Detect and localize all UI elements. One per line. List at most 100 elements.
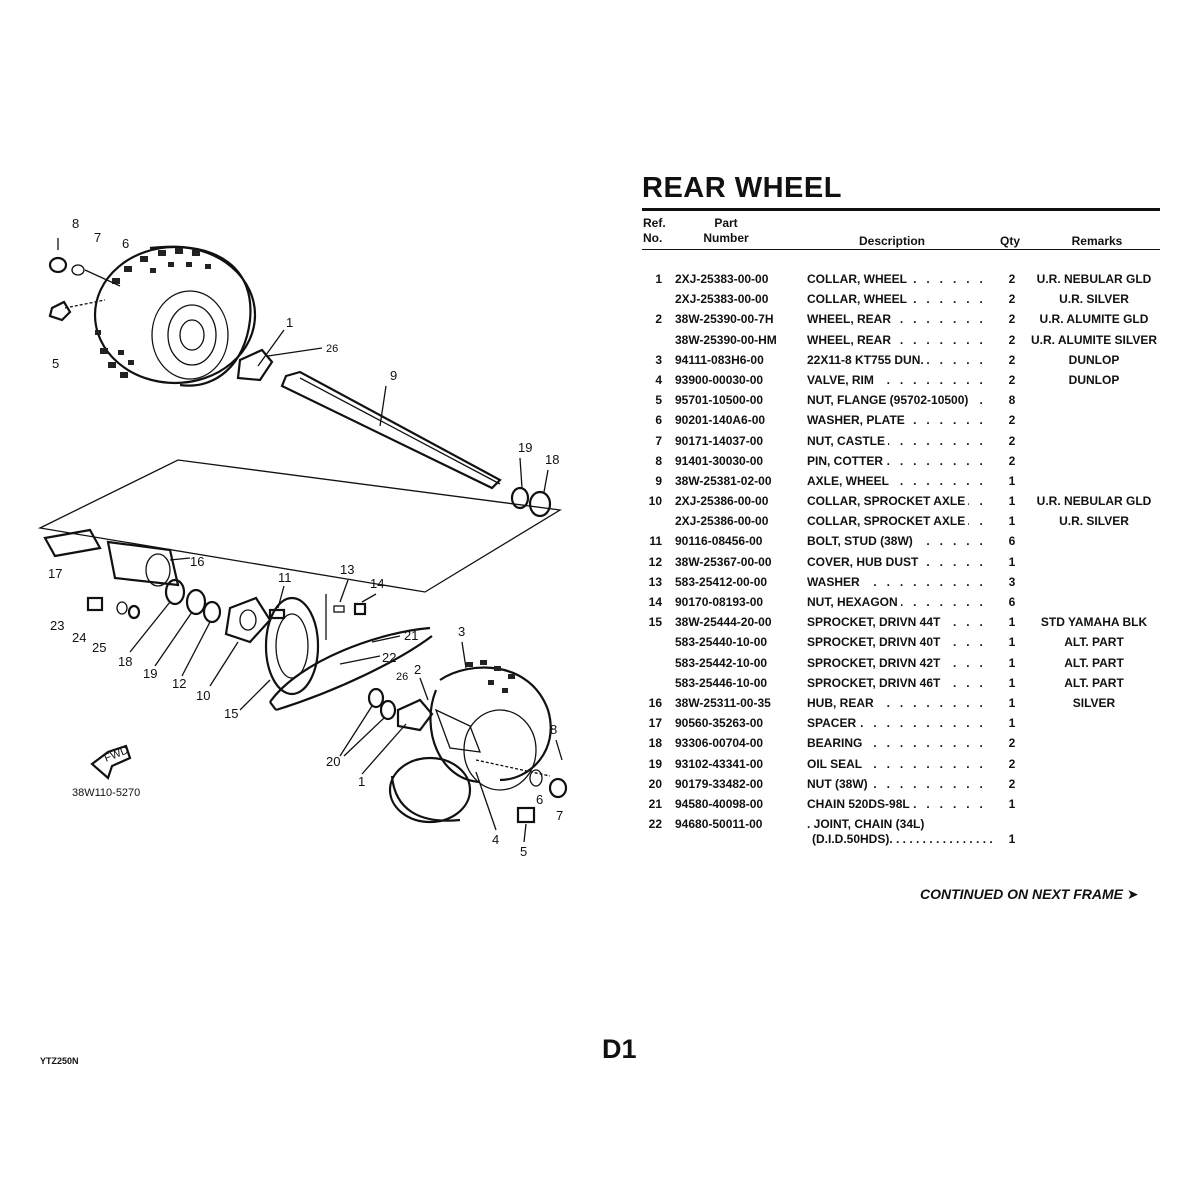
leader-dots: . . . . . . . . . . . . . . . . . . . . …	[889, 832, 994, 847]
svg-text:26: 26	[326, 343, 338, 355]
row-description: PIN, COTTER. . . . . . . . . . . . . . .…	[807, 453, 993, 470]
svg-text:18: 18	[118, 654, 132, 669]
svg-text:7: 7	[556, 808, 563, 823]
svg-text:17: 17	[48, 566, 62, 581]
row-qty: 2	[1008, 776, 1016, 791]
row-qty: 6	[1008, 534, 1016, 549]
row-qty: 2	[1008, 756, 1016, 771]
row-description-text: 22X11-8 KT755 DUN.	[807, 352, 927, 367]
row-remarks: SILVER	[1072, 695, 1116, 710]
row-ref: 19	[648, 756, 662, 771]
row-remarks: U.R. SILVER	[1059, 292, 1129, 307]
row-part-number: 38W-25311-00-35	[675, 695, 771, 710]
row-description: VALVE, RIM. . . . . . . . . . . . . . . …	[807, 372, 993, 389]
row-remarks: ALT. PART	[1064, 635, 1124, 650]
row-part-number: 93306-00704-00	[675, 736, 764, 751]
table-row: 8 91401-30030-00 PIN, COTTER. . . . . . . …	[642, 453, 1162, 473]
row-part-number: 90116-08456-00	[675, 534, 763, 549]
svg-text:5: 5	[520, 844, 527, 859]
page-title: REAR WHEEL	[642, 172, 842, 204]
row-description-text: WHEEL, REAR	[807, 312, 894, 327]
row-description: SPROCKET, DRIVN 40T. . . . . . . . . . .…	[807, 634, 993, 651]
row-qty: 1	[1008, 832, 1016, 847]
row-ref: 4	[655, 372, 662, 387]
table-row: 19 93102-43341-00 OIL SEAL. . . . . . . . …	[642, 756, 1162, 776]
row-part-number: 583-25412-00-00	[675, 574, 768, 589]
row-description: OIL SEAL. . . . . . . . . . . . . . . . …	[807, 756, 993, 773]
row-ref: 21	[648, 796, 662, 811]
row-description-text: BOLT, STUD (38W)	[807, 534, 916, 549]
row-description-text: SPACER	[807, 716, 860, 731]
svg-text:15: 15	[224, 706, 238, 721]
row-part-number: 90170-08193-00	[675, 595, 764, 609]
row-qty: 2	[1008, 413, 1016, 428]
svg-text:5: 5	[52, 356, 59, 371]
row-remarks: DUNLOP	[1068, 372, 1120, 387]
row-qty: 2	[1008, 292, 1016, 307]
row-description-text: COLLAR, SPROCKET AXLE	[807, 494, 969, 509]
header-remarks: Remarks	[1071, 234, 1123, 248]
svg-text:24: 24	[72, 630, 86, 645]
row-description: SPROCKET, DRIVN 44T. . . . . . . . . . .…	[807, 614, 993, 631]
row-qty: 1	[1008, 473, 1016, 488]
row-description: COLLAR, SPROCKET AXLE. . . . . . . . . .…	[807, 493, 993, 510]
row-part-number: 90560-35263-00	[675, 716, 764, 731]
row-part-number: 38W-25444-20-00	[675, 615, 772, 630]
svg-text:6: 6	[122, 236, 129, 251]
row-description-text: WHEEL, REAR	[807, 332, 894, 347]
svg-text:8: 8	[72, 216, 79, 231]
row-remarks: U.R. ALUMITE SILVER	[1031, 332, 1157, 347]
row-remarks: U.R. NEBULAR GLD	[1036, 272, 1152, 286]
svg-text:14: 14	[370, 576, 384, 591]
row-description-text: NUT, CASTLE	[807, 433, 888, 448]
row-part-number: 91401-30030-00	[675, 453, 764, 468]
svg-text:4: 4	[492, 832, 499, 847]
svg-text:20: 20	[326, 754, 340, 769]
row-ref: 8	[655, 453, 662, 468]
row-description-text: . JOINT, CHAIN (34L)	[807, 817, 928, 832]
row-part-number: 38W-25381-02-00	[675, 473, 772, 488]
row-description: SPROCKET, DRIVN 42T. . . . . . . . . . .…	[807, 655, 993, 672]
row-qty: 2	[1008, 332, 1016, 347]
row-ref: 14	[648, 595, 662, 609]
svg-text:7: 7	[94, 230, 101, 245]
header-ref-label: Ref.	[643, 216, 666, 230]
svg-text:2: 2	[414, 662, 421, 677]
row-qty: 1	[1008, 796, 1016, 811]
row-qty: 2	[1008, 372, 1016, 387]
svg-text:8: 8	[550, 722, 557, 737]
row-remarks: STD YAMAHA BLK	[1040, 615, 1148, 630]
row-qty: 2	[1008, 736, 1016, 751]
row-description-text: COLLAR, SPROCKET AXLE	[807, 514, 969, 529]
row-part-number: 2XJ-25386-00-00	[675, 514, 769, 529]
row-remarks: ALT. PART	[1064, 655, 1124, 670]
row-part-number: 94580-40098-00	[675, 796, 764, 811]
header-rule	[642, 249, 1160, 250]
row-qty: 2	[1008, 433, 1016, 448]
row-ref: 11	[649, 534, 662, 549]
row-description: COVER, HUB DUST. . . . . . . . . . . . .…	[807, 554, 993, 571]
row-ref: 16	[648, 695, 662, 710]
row-part-number: 93102-43341-00	[675, 756, 764, 771]
row-description: SPACER. . . . . . . . . . . . . . . . . …	[807, 715, 993, 732]
row-part-number: 38W-25367-00-00	[675, 554, 772, 569]
continued-note: CONTINUED ON NEXT FRAME ➤	[920, 886, 1139, 902]
row-part-number: 583-25440-10-00	[675, 635, 768, 650]
model-code: YTZ250N	[40, 1056, 79, 1066]
row-qty: 1	[1008, 675, 1016, 690]
row-description-text: SPROCKET, DRIVN 42T	[807, 655, 944, 670]
